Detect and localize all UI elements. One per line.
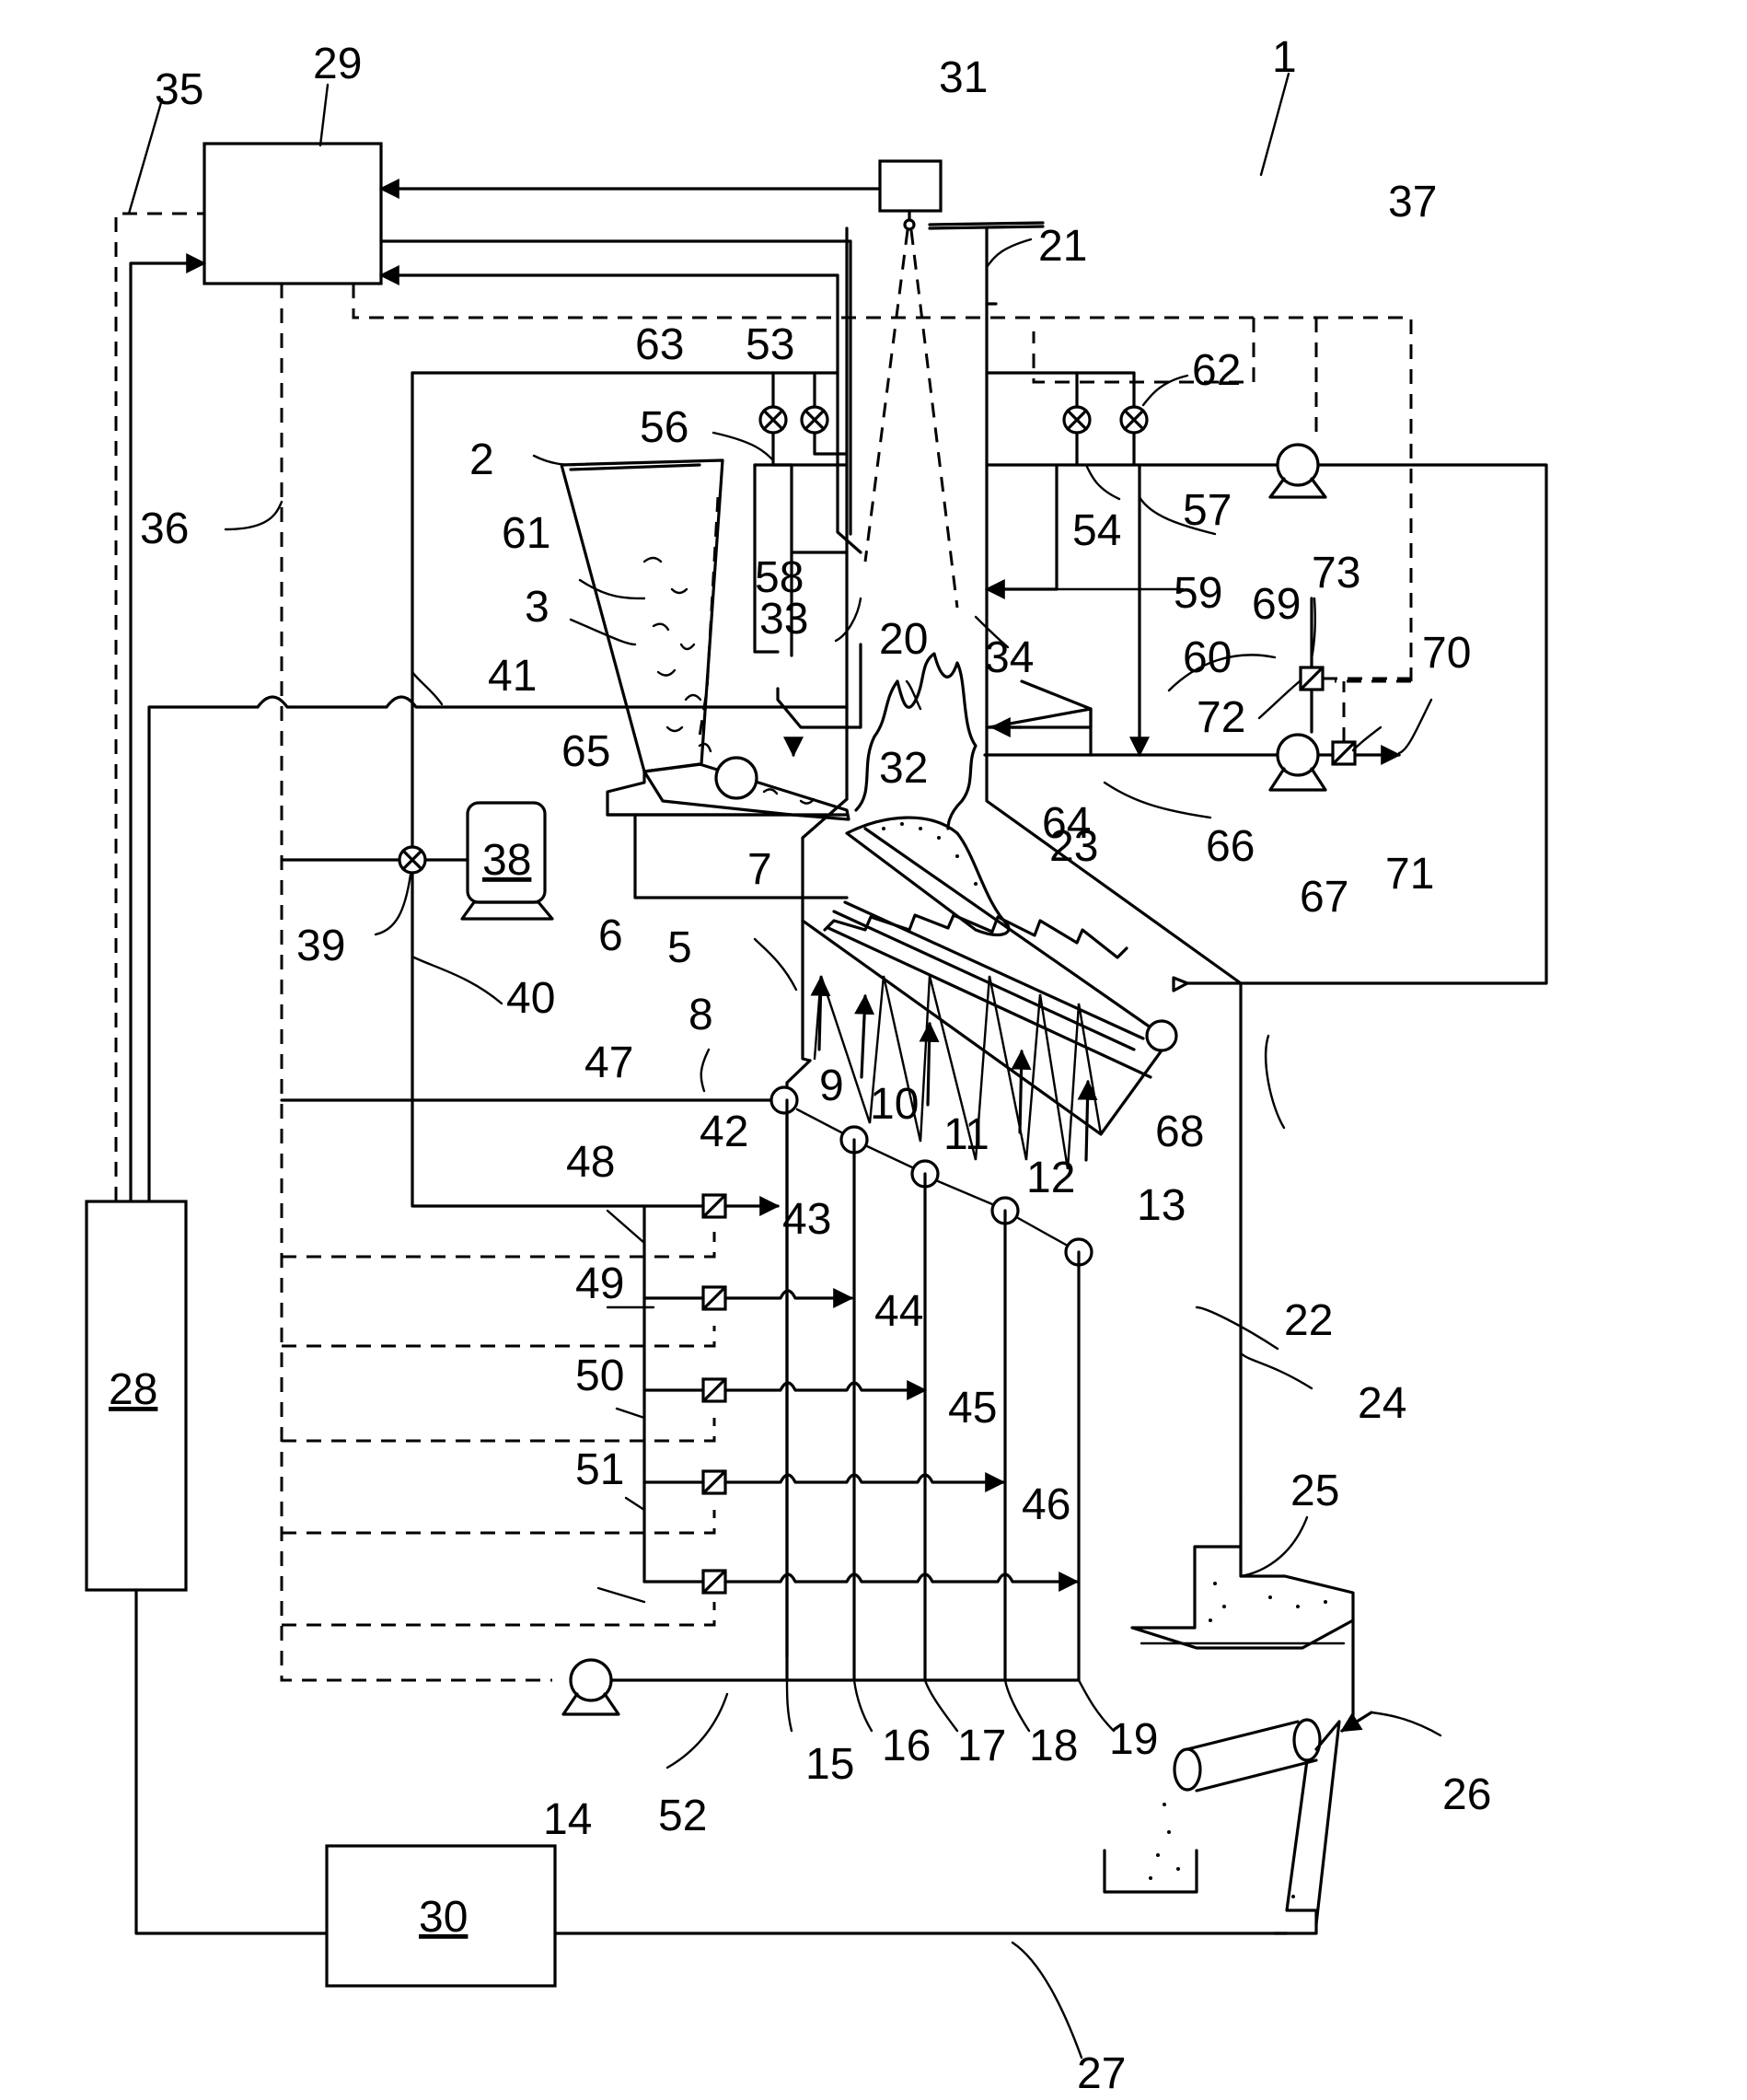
label-8: 8 [688,991,713,1039]
label-11: 11 [943,1110,989,1159]
label-28: 28 [109,1365,157,1414]
label-9: 9 [819,1062,844,1110]
label-61: 61 [502,509,550,558]
ash-particles [1209,1582,1327,1622]
controller-box [204,144,381,284]
label-24: 24 [1358,1379,1406,1428]
label-6: 6 [598,911,623,960]
hopper [561,460,723,772]
label-56: 56 [640,403,688,452]
label-51: 51 [575,1445,624,1494]
label-50: 50 [575,1352,624,1400]
label-73: 73 [1312,549,1360,598]
label-59: 59 [1174,569,1222,618]
label-14: 14 [543,1795,592,1844]
label-10: 10 [870,1080,919,1129]
label-20: 20 [879,615,928,664]
label-38: 38 [482,836,531,885]
label-65: 65 [561,727,610,776]
fuel-particles [882,822,978,886]
chimney-wall-right [987,228,1241,1501]
label-67: 67 [1300,873,1348,922]
label-30: 30 [419,1893,468,1942]
label-72: 72 [1197,693,1245,742]
label-15: 15 [805,1740,854,1789]
label-46: 46 [1022,1480,1070,1529]
label-43: 43 [782,1195,831,1244]
label-45: 45 [948,1384,997,1433]
ash-chute [1132,1501,1353,1648]
label-21: 21 [1038,222,1087,271]
label-34: 34 [985,633,1034,682]
label-57: 57 [1183,486,1232,535]
label-41: 41 [488,652,537,701]
label-44: 44 [874,1287,923,1336]
label-3: 3 [525,583,550,632]
label-52: 52 [658,1792,707,1840]
label-25: 25 [1290,1467,1339,1515]
leader-lines [129,74,1440,2058]
label-27: 27 [1077,2049,1126,2098]
label-70: 70 [1422,629,1471,678]
label-42: 42 [700,1108,748,1156]
label-49: 49 [575,1259,624,1308]
label-16: 16 [882,1722,931,1770]
label-68: 68 [1155,1108,1204,1156]
label-18: 18 [1029,1722,1078,1770]
label-29: 29 [313,40,362,88]
label-66: 66 [1206,822,1255,871]
label-60: 60 [1183,633,1232,682]
label-17: 17 [957,1722,1006,1770]
label-36: 36 [140,505,189,553]
label-32: 32 [879,744,928,793]
label-48: 48 [566,1138,615,1187]
feed-screw [716,758,757,798]
label-39: 39 [296,922,345,970]
label-40: 40 [506,974,555,1023]
label-13: 13 [1137,1181,1186,1230]
label-37: 37 [1388,178,1437,226]
label-35: 35 [155,65,203,114]
label-5: 5 [667,923,692,972]
label-58: 58 [755,553,804,602]
label-22: 22 [1284,1296,1333,1345]
flame [856,654,976,829]
label-7: 7 [747,845,772,894]
label-63: 63 [635,320,684,369]
label-26: 26 [1442,1770,1491,1819]
reference-numerals: 1 2 3 5 6 7 8 9 10 11 12 13 14 15 16 17 … [109,33,1491,2098]
label-31: 31 [939,53,988,102]
label-54: 54 [1072,506,1121,555]
label-64: 64 [1042,799,1091,848]
separator-particles [1149,1803,1295,1898]
label-1: 1 [1272,33,1297,82]
camera-unit [880,161,941,211]
label-71: 71 [1385,850,1434,899]
grate-roller [1147,1021,1176,1050]
label-53: 53 [746,320,794,369]
label-12: 12 [1026,1154,1075,1202]
label-62: 62 [1192,346,1241,395]
label-2: 2 [469,435,494,484]
label-69: 69 [1252,580,1301,629]
label-19: 19 [1109,1715,1158,1764]
label-47: 47 [584,1038,633,1087]
